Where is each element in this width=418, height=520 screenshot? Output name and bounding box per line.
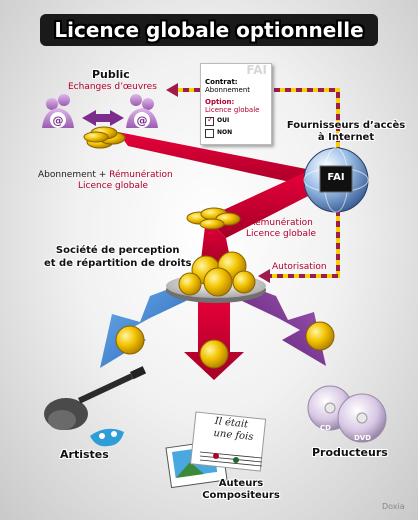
guitar-mask-icon (44, 366, 147, 447)
option-heading: Option: (205, 98, 235, 106)
authorisation-label: Autorisation (272, 262, 327, 272)
authors-label: Auteurs Compositeurs (196, 478, 286, 502)
doxia-watermark: Doxia (382, 502, 405, 511)
checkbox-no[interactable] (205, 129, 214, 138)
society-line2: et de répartition de droits (44, 258, 192, 269)
dashed-arrowhead-society (258, 269, 270, 283)
arrow-to-producers (240, 284, 326, 366)
flow1-black: Abonnement + (38, 170, 107, 180)
society-line1: Société de perception (55, 245, 180, 256)
dashed-path-bottom-dash (270, 210, 340, 278)
check-mark-icon: ✓ (207, 115, 214, 124)
public-exchange-label: Echanges d’œuvres (68, 82, 157, 92)
svg-text:@: @ (53, 114, 64, 127)
stream-public-to-isp (118, 132, 332, 190)
arrow-to-authors (184, 298, 244, 380)
public-label: Public (92, 68, 130, 81)
isp-box-label: FAI (327, 172, 345, 183)
isp-label-line1: Fournisseurs d’accès (286, 120, 406, 131)
page-title: Licence globale optionnelle (54, 18, 364, 42)
public-people-icon: @ @ (42, 94, 158, 128)
flow2-label: Rémunération Licence globale (246, 218, 316, 240)
authors-line2: Compositeurs (202, 490, 280, 501)
dashed-arrowhead-public (166, 83, 178, 97)
choice-no-label: NON (217, 129, 233, 136)
coin-producers (305, 321, 335, 351)
coin-pile-society (178, 251, 256, 297)
isp-label-line2: à Internet (317, 132, 375, 143)
flow1-label: Abonnement + Rémunération (38, 170, 173, 181)
flow2-line2: Licence globale (246, 229, 317, 239)
coin-stack-flow (186, 207, 241, 230)
flow1-red-2: Licence globale (78, 181, 149, 191)
contract-card-watermark: FAI (246, 63, 267, 77)
artists-label: Artistes (60, 448, 109, 461)
svg-text:@: @ (137, 114, 148, 127)
coin-artists (115, 325, 145, 355)
cd-label: CD (320, 424, 331, 432)
coin-stack-public (83, 126, 126, 149)
choice-yes-label: OUI (217, 117, 230, 124)
contract-heading: Contrat: (205, 78, 238, 86)
checkbox-yes[interactable]: ✓ (205, 115, 214, 126)
isp-label: Fournisseurs d’accès à Internet (276, 120, 416, 144)
title-bar (40, 14, 378, 46)
cd-dvd-icon (307, 385, 387, 443)
coin-authors (199, 339, 229, 369)
authors-line1: Auteurs (218, 478, 264, 489)
dvd-label: DVD (354, 434, 372, 442)
dashed-path-top-dash (274, 88, 340, 150)
option-value: Licence globale (205, 106, 260, 114)
book-music-icon (165, 411, 267, 489)
book-text: Il était une fois (213, 416, 255, 444)
society-label: Société de perception et de répartition … (44, 244, 191, 270)
contract-value: Abonnement (205, 86, 251, 94)
contract-card: FAI Contrat: Abonnement Option: Licence … (200, 63, 272, 145)
producers-label: Producteurs (312, 446, 388, 459)
flow1-red-1: Rémunération (109, 170, 173, 180)
flow2-line1: Rémunération (249, 218, 313, 228)
isp-globe-icon (303, 147, 369, 213)
